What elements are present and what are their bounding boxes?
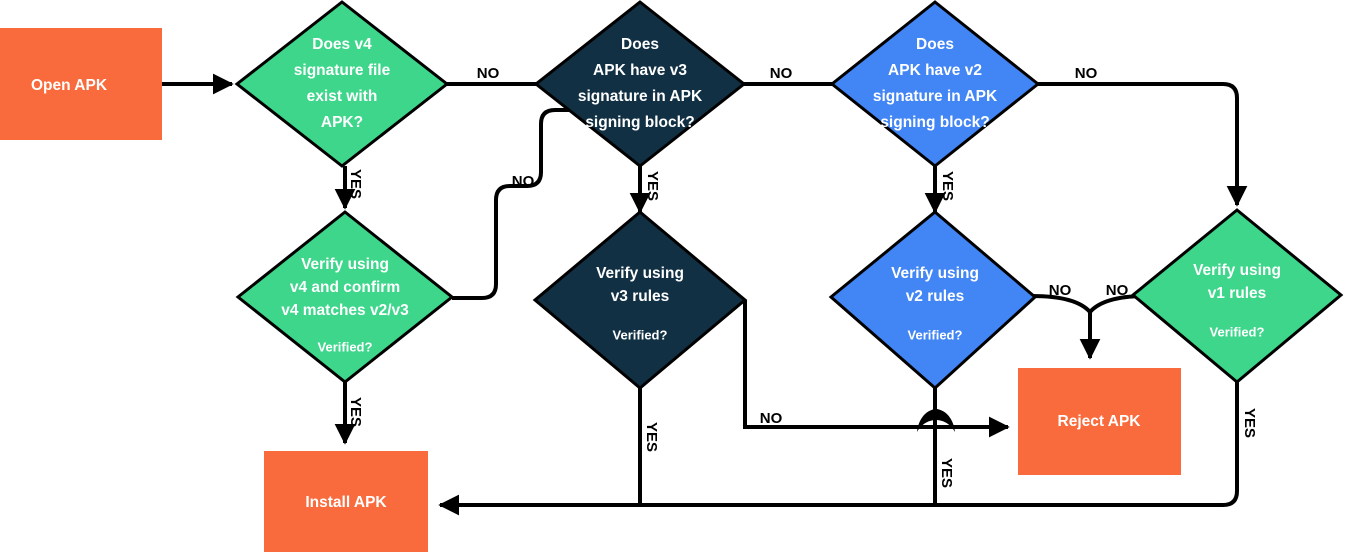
v3-block-diamond[interactable] bbox=[533, 0, 747, 168]
v3-block-line-3: signature in APK bbox=[578, 88, 703, 105]
verify-v4-question: Verified? bbox=[318, 339, 373, 354]
verify-v3-line-1: Verify using bbox=[596, 265, 684, 282]
label-verifyv3-no: NO bbox=[760, 410, 783, 427]
label-v2block-no: NO bbox=[1075, 65, 1098, 82]
label-v3block-yes: YES bbox=[644, 171, 661, 201]
label-verifyv4-no: NO bbox=[512, 173, 535, 190]
verify-v1-line-1: Verify using bbox=[1193, 262, 1281, 279]
v4-exists-line-4: APK? bbox=[321, 114, 363, 131]
verify-v4-diamond[interactable] bbox=[235, 210, 455, 384]
node-verify-v4[interactable]: Verify using v4 and confirm v4 matches v… bbox=[235, 210, 455, 384]
label-verifyv1-yes: YES bbox=[1241, 408, 1258, 438]
node-verify-v1[interactable]: Verify using v1 rules Verified? bbox=[1130, 208, 1344, 384]
node-verify-v3[interactable]: Verify using v3 rules Verified? bbox=[532, 210, 748, 390]
label-verifyv3-yes: YES bbox=[643, 422, 660, 452]
node-v2-block[interactable]: Does APK have v2 signature in APK signin… bbox=[829, 0, 1041, 168]
v4-exists-line-2: signature file bbox=[294, 62, 391, 79]
verify-v1-question: Verified? bbox=[1210, 324, 1265, 339]
verify-v1-line-2: v1 rules bbox=[1208, 285, 1267, 302]
verify-v2-line-1: Verify using bbox=[891, 265, 979, 282]
install-apk-label: Install APK bbox=[305, 494, 387, 511]
reject-apk-label: Reject APK bbox=[1058, 413, 1142, 430]
verify-v2-question: Verified? bbox=[908, 327, 963, 342]
label-v2block-yes: YES bbox=[939, 171, 956, 201]
edge-labels: NO YES NO YES NO YES NO YES NO YES NO YE… bbox=[347, 65, 1258, 488]
install-apk-box[interactable] bbox=[264, 451, 428, 552]
label-verifyv2-yes: YES bbox=[938, 458, 955, 488]
reject-apk-box[interactable] bbox=[1018, 368, 1181, 475]
verify-v3-question: Verified? bbox=[613, 327, 668, 342]
v2-block-line-4: signing block? bbox=[880, 114, 989, 131]
verify-v3-diamond[interactable] bbox=[532, 210, 748, 390]
label-verifyv2-no: NO bbox=[1049, 282, 1072, 299]
edge-verifyv1-yes-to-install bbox=[438, 382, 1239, 516]
label-verifyv1-no: NO bbox=[1106, 282, 1129, 299]
edge-verifyv4-no-to-v3block bbox=[452, 102, 636, 300]
v4-exists-line-1: Does v4 bbox=[312, 36, 372, 53]
label-v4exists-no: NO bbox=[477, 65, 500, 82]
open-apk-label: Open APK bbox=[31, 77, 108, 94]
v4-exists-line-3: exist with bbox=[307, 88, 378, 105]
verify-v4-line-1: Verify using bbox=[301, 256, 389, 273]
v2-block-line-1: Does bbox=[916, 36, 954, 53]
node-v4-exists[interactable]: Does v4 signature file exist with APK? bbox=[234, 0, 450, 168]
v4-exists-diamond[interactable] bbox=[234, 0, 450, 168]
edges bbox=[162, 73, 1248, 516]
label-verifyv4-yes: YES bbox=[347, 397, 364, 427]
verify-v4-line-3: v4 matches v2/v3 bbox=[281, 302, 409, 319]
verify-v2-line-2: v2 rules bbox=[906, 288, 965, 305]
verify-v4-line-2: v4 and confirm bbox=[290, 279, 400, 296]
verify-v3-line-2: v3 rules bbox=[611, 288, 670, 305]
label-v3block-no: NO bbox=[770, 65, 793, 82]
label-v4exists-yes: YES bbox=[347, 169, 364, 199]
line-jump-hop-icon bbox=[917, 409, 955, 432]
v2-block-line-2: APK have v2 bbox=[888, 62, 982, 79]
v3-block-line-1: Does bbox=[621, 36, 659, 53]
v2-block-line-3: signature in APK bbox=[873, 88, 998, 105]
v2-block-diamond[interactable] bbox=[829, 0, 1041, 168]
edge-verifyv2-no-to-reject bbox=[1031, 294, 1101, 360]
verify-v2-diamond[interactable] bbox=[828, 210, 1038, 391]
node-install-apk[interactable]: Install APK bbox=[264, 451, 428, 552]
edge-v2block-no-to-verifyv1 bbox=[1038, 82, 1248, 207]
open-apk-box[interactable] bbox=[0, 28, 162, 140]
v3-block-line-4: signing block? bbox=[585, 114, 694, 131]
edge-verifyv3-no-to-reject bbox=[743, 300, 915, 429]
node-v3-block[interactable]: Does APK have v3 signature in APK signin… bbox=[533, 0, 747, 168]
node-reject-apk[interactable]: Reject APK bbox=[1018, 368, 1181, 475]
node-open-apk[interactable]: Open APK bbox=[0, 28, 162, 140]
v3-block-line-2: APK have v3 bbox=[593, 62, 687, 79]
verify-v1-diamond[interactable] bbox=[1130, 208, 1344, 384]
node-verify-v2[interactable]: Verify using v2 rules Verified? bbox=[828, 210, 1038, 391]
